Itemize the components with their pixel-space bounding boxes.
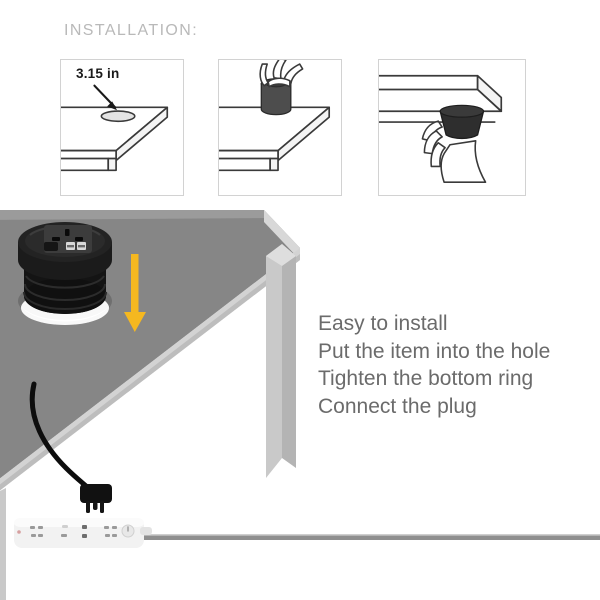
arrow-head xyxy=(124,312,146,332)
plug-prong-right xyxy=(100,501,104,513)
power-strip-cord-entry xyxy=(140,527,152,535)
instruction-line-4: Connect the plug xyxy=(318,394,477,418)
arrow-shaft xyxy=(131,254,139,316)
plug-body xyxy=(80,484,112,503)
tighten-ring-illustration xyxy=(379,74,503,183)
product-power-outlet xyxy=(18,222,112,314)
socket-left-slot xyxy=(52,237,60,241)
drilled-hole xyxy=(100,110,136,123)
installation-title: INSTALLATION: xyxy=(64,22,199,39)
usb-port-2-tongue xyxy=(78,245,85,248)
dimension-arrow xyxy=(93,84,118,111)
socket-right-slot xyxy=(75,237,83,241)
installation-panel-cut-hole xyxy=(60,59,184,196)
hand-inserting xyxy=(259,60,304,88)
cut-hole-illustration xyxy=(61,84,169,172)
plug-prong-ground xyxy=(93,502,98,510)
socket-earth-slot xyxy=(65,229,70,236)
table-edge-right xyxy=(264,210,300,260)
hole-dimension-label: 3.15 in xyxy=(76,66,120,81)
secondary-socket xyxy=(44,242,58,251)
hand-tightening xyxy=(421,120,487,183)
table-edge-shadow xyxy=(0,254,300,491)
instruction-line-1: Easy to install xyxy=(318,312,448,335)
table-leg-right-inner xyxy=(266,244,282,478)
product-rib-3 xyxy=(23,291,107,310)
table-leg-right-outer xyxy=(282,244,296,468)
power-strip-socket-2 xyxy=(61,525,68,537)
product-rib-1 xyxy=(25,275,105,289)
power-strip-socket-4 xyxy=(104,526,117,537)
product-body-bottom xyxy=(24,278,106,314)
instruction-list: Easy to install Put the item into the ho… xyxy=(318,310,550,420)
ac-power-plug xyxy=(80,484,112,513)
table xyxy=(0,210,600,600)
power-strip-socket-3 xyxy=(82,525,87,538)
table-stretcher-highlight xyxy=(132,534,600,536)
instruction-line-2: Put the item into the hole xyxy=(318,339,551,363)
table-stretcher-rail xyxy=(132,535,600,540)
bottom-ring xyxy=(439,104,485,140)
table-top-highlight xyxy=(0,210,266,220)
product-rib-2 xyxy=(24,283,106,301)
power-strip-socket-1 xyxy=(30,526,43,537)
plug-prong-left xyxy=(86,501,90,513)
installation-panel-insert-unit xyxy=(218,59,342,196)
insert-unit-illustration xyxy=(219,60,331,172)
installation-panel-tighten-ring xyxy=(378,59,526,196)
usb-port-1-tongue xyxy=(67,245,74,248)
power-strip-top-highlight xyxy=(14,518,144,527)
table-leg-left xyxy=(0,488,6,600)
instruction-line-3: Tighten the bottom ring xyxy=(318,367,534,390)
main-scene xyxy=(0,196,600,600)
power-strip-indicator xyxy=(17,530,21,534)
insertion-arrow-icon xyxy=(124,254,146,332)
table-leg-right-top xyxy=(266,244,296,266)
power-strip xyxy=(14,518,152,548)
